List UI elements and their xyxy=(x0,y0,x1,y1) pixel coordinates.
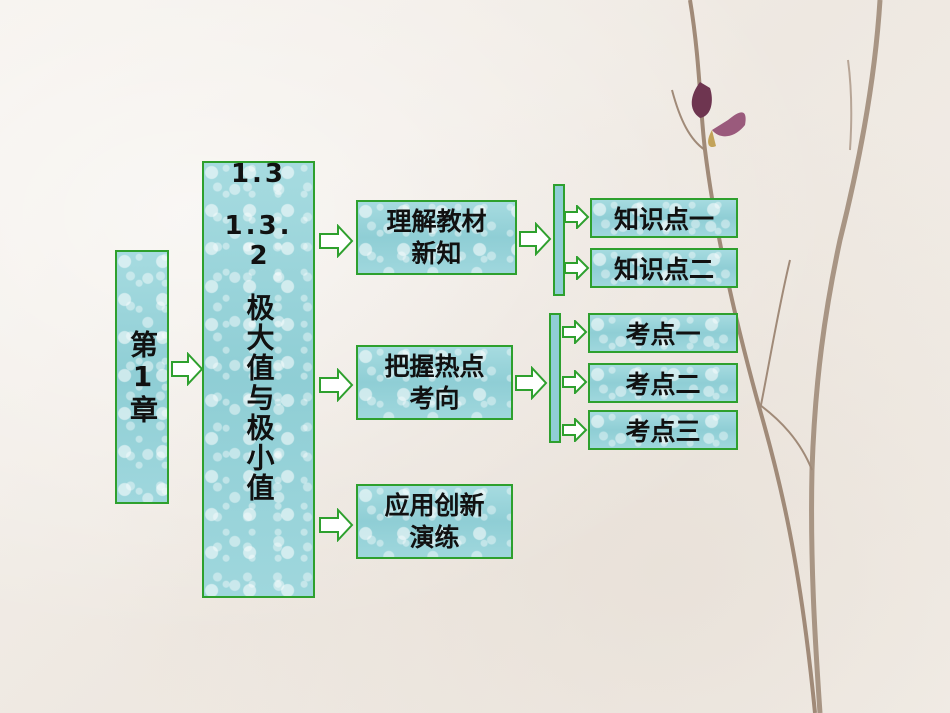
branch-box-practice: 应用创新 演练 xyxy=(356,484,513,559)
arrow-right-icon xyxy=(519,222,552,256)
branch-label-line1: 应用创新 xyxy=(384,490,485,520)
leaf-exam-point-1: 考点一 xyxy=(588,313,738,353)
subsection-number: 1.3. xyxy=(224,211,293,241)
arrow-right-icon xyxy=(564,256,590,280)
leaf-label: 知识点一 xyxy=(613,205,714,234)
chapter-label: 第1章 xyxy=(126,329,159,425)
section-box: 1.3 1.3. 2 极大值与极小值 xyxy=(202,159,315,598)
arrow-right-icon xyxy=(319,368,354,402)
arrow-right-icon xyxy=(515,366,548,400)
arrow-right-icon xyxy=(562,370,588,394)
bracket-knowledge xyxy=(553,184,565,296)
leaf-knowledge-point-1: 知识点一 xyxy=(590,198,738,238)
arrow-right-icon xyxy=(171,352,204,386)
leaf-knowledge-point-2: 知识点二 xyxy=(590,248,738,288)
branch-label-line2: 新知 xyxy=(411,238,462,268)
branch-label-line1: 把握热点 xyxy=(384,351,485,381)
arrow-right-icon xyxy=(562,418,588,442)
leaf-label: 考点三 xyxy=(625,417,701,446)
bracket-exam xyxy=(549,313,561,443)
leaf-exam-point-3: 考点三 xyxy=(588,410,738,450)
branch-label-line1: 理解教材 xyxy=(386,206,487,236)
leaf-label: 知识点二 xyxy=(613,255,714,284)
chapter-box: 第1章 xyxy=(115,250,169,504)
branch-box-hotspot: 把握热点 考向 xyxy=(356,345,513,420)
arrow-right-icon xyxy=(564,205,590,229)
branch-label-line2: 演练 xyxy=(409,522,460,552)
section-number: 1.3 xyxy=(230,159,287,189)
leaf-exam-point-2: 考点二 xyxy=(588,363,738,403)
leaf-label: 考点一 xyxy=(625,320,701,349)
arrow-right-icon xyxy=(562,320,588,344)
leaf-label: 考点二 xyxy=(625,370,701,399)
branch-label-line2: 考向 xyxy=(409,383,460,413)
arrow-right-icon xyxy=(319,508,354,542)
branch-box-understand: 理解教材 新知 xyxy=(356,200,517,275)
section-title: 极大值与极小值 xyxy=(242,293,276,503)
subsection-number-tail: 2 xyxy=(249,241,268,271)
arrow-right-icon xyxy=(319,224,354,258)
